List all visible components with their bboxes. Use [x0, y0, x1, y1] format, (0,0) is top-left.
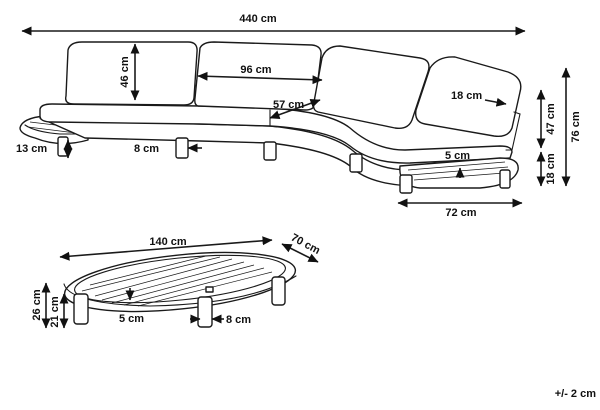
armrest-label: 18 cm [451, 90, 482, 102]
sofa-dimensions: 440 cm 46 cm 96 cm 57 cm 18 cm 47 cm 18 … [16, 13, 582, 219]
coffee-table-height-label: 26 cm [31, 289, 43, 320]
coffee-table-under-label: 21 cm [49, 296, 61, 327]
back-cushion-right [312, 45, 430, 130]
coffee-table-length-label: 140 cm [149, 236, 187, 248]
seat-width-label: 96 cm [240, 64, 271, 76]
coffee-table-drawing [63, 251, 297, 328]
armrest-arrow [484, 97, 507, 107]
leg-width-label: 8 cm [134, 143, 159, 155]
sofa-leg-2 [263, 141, 277, 161]
sofa-leg-1 [175, 137, 189, 159]
right-table-leg-1 [399, 174, 413, 194]
right-table-leg-2 [499, 169, 511, 189]
seat-depth-label: 57 cm [273, 99, 304, 111]
side-table-height-label: 13 cm [16, 143, 47, 155]
total-height-label: 76 cm [570, 111, 582, 142]
seat-height-label: 47 cm [545, 103, 557, 134]
left-table-leg [57, 136, 69, 157]
coffee-table-leg-label: 8 cm [226, 314, 251, 326]
armrest-cushion [415, 56, 522, 138]
sofa-leg-3 [349, 153, 363, 173]
coffee-table-leg-3 [271, 276, 286, 306]
coffee-table-dimensions: 140 cm 70 cm 26 cm 21 cm 5 cm 8 cm [31, 232, 322, 329]
coffee-length-arrow [59, 236, 273, 261]
sofa-width-label: 440 cm [239, 13, 277, 25]
tolerance-note: +/- 2 cm [555, 388, 596, 400]
side-table-width-label: 72 cm [445, 207, 476, 219]
coffee-table-depth-label: 70 cm [289, 232, 322, 257]
coffee-table-leg-2 [197, 296, 213, 328]
coffee-table-bracket [205, 286, 214, 293]
back-height-label: 46 cm [119, 56, 131, 87]
back-cushion-left [64, 41, 198, 106]
leg-gap-label: 18 cm [545, 153, 557, 184]
side-table-thickness-label: 5 cm [445, 150, 470, 162]
seat-depth-arrow [269, 99, 321, 119]
coffee-table-leg-1 [73, 293, 89, 325]
seat-width-arrow [197, 71, 323, 85]
coffee-depth-arrow [281, 243, 319, 263]
coffee-table-top-label: 5 cm [119, 313, 144, 325]
